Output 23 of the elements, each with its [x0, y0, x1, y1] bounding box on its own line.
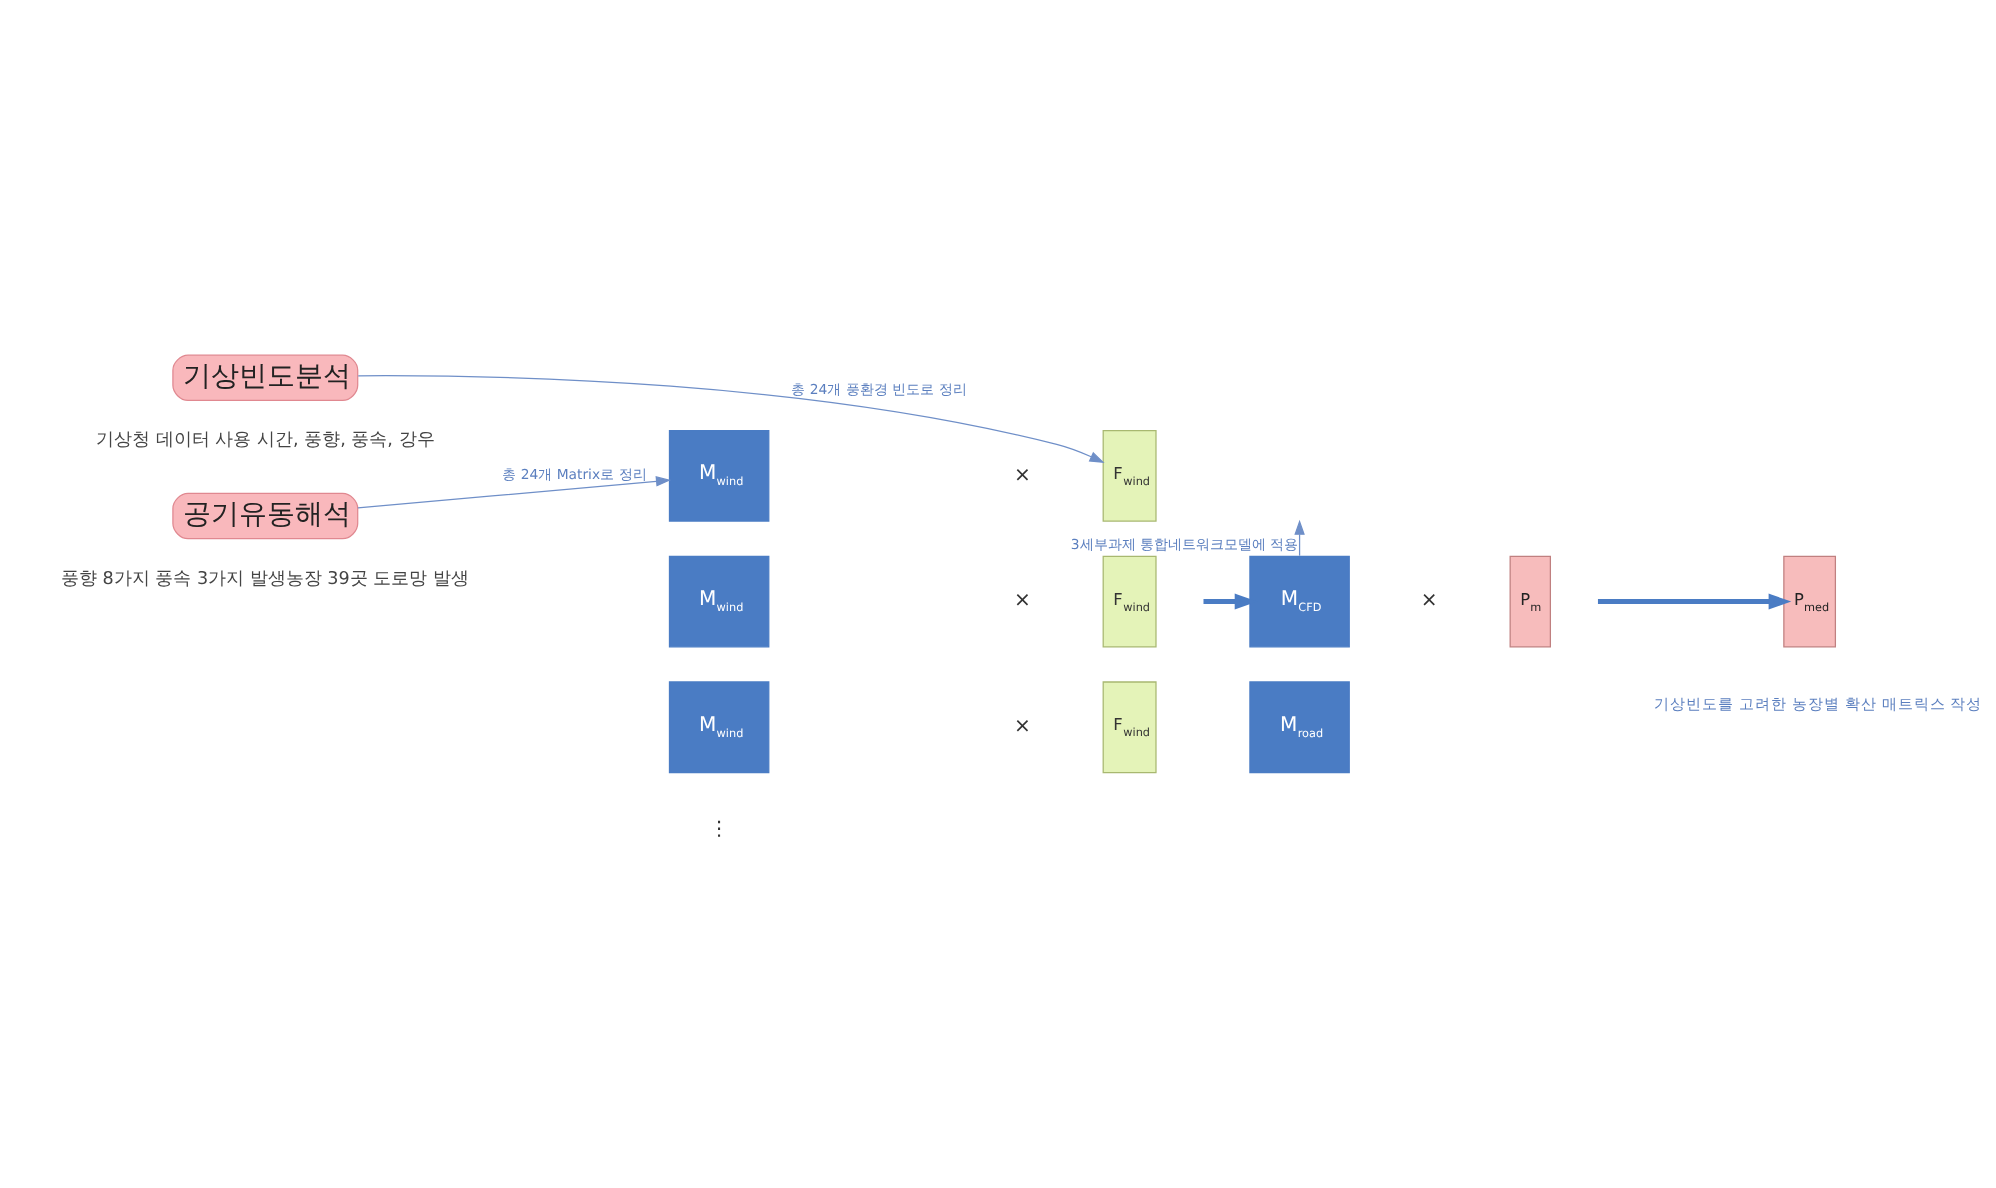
label: × [1013, 464, 1031, 487]
node-box: M$_{wind}$ [668, 681, 770, 774]
node-box: F$_{wind}$ [1102, 555, 1157, 648]
node-box: F$_{wind}$ [1102, 681, 1157, 774]
node-box: 공기유동해석 [172, 492, 359, 540]
node-label: 풍향 8가지 풍속 3가지 발생농장 39곳 도로망 발생 [61, 569, 469, 590]
arrow [1294, 519, 1305, 557]
node-box: F$_{wind}$ [1102, 429, 1157, 522]
arrow [1597, 593, 1792, 610]
label: × [1420, 590, 1438, 613]
arrow [357, 375, 1105, 463]
node-box: P$_{m}$ [1509, 555, 1551, 648]
label: × [1013, 590, 1031, 613]
label: ⋮ [709, 819, 730, 842]
node-box: M$_{wind}$ [668, 429, 770, 522]
node-box: P$_{med}$ [1783, 555, 1837, 648]
node-box: M$_{wind}$ [668, 555, 770, 648]
node-box: M$_{road}$ [1249, 681, 1350, 774]
node-box: M$_{CFD}$ [1249, 555, 1350, 648]
node-label: 기상청 데이터 사용 시간, 풍향, 풍속, 강우 [96, 431, 435, 452]
arrow [357, 476, 672, 509]
label: × [1013, 716, 1031, 739]
node-box: 기상빈도분석 [172, 354, 359, 402]
